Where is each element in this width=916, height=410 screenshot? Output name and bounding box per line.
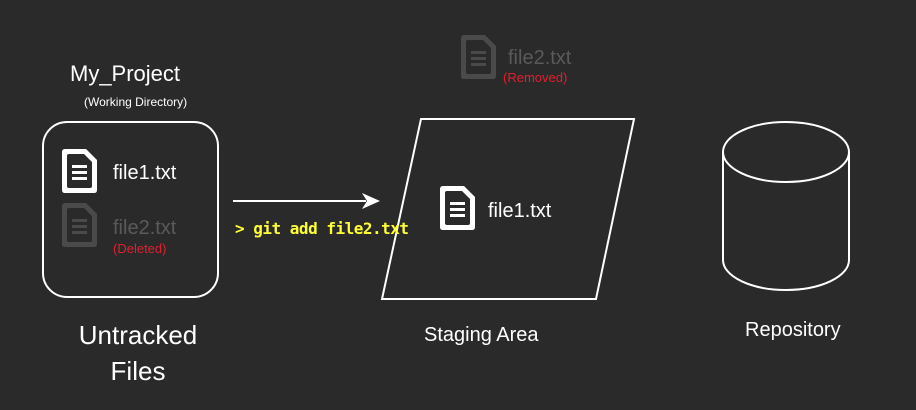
working-directory-box (42, 121, 219, 298)
git-command-label: > git add file2.txt (235, 219, 409, 238)
staged-file1-document-icon (440, 186, 475, 230)
untracked-files-label: Untracked Files (78, 320, 198, 386)
working-file2-label: file2.txt (113, 217, 177, 239)
repository-label: Repository (745, 319, 841, 341)
arrow-right-icon (233, 193, 380, 209)
working-directory-subtitle: (Working Directory) (84, 95, 188, 109)
file1-document-icon (62, 149, 97, 193)
removed-file2-label: file2.txt (508, 47, 572, 69)
file2-document-icon (62, 203, 97, 247)
project-title: My_Project (70, 61, 181, 86)
database-cylinder-icon (722, 121, 850, 291)
deleted-status-label: (Deleted) (113, 241, 167, 256)
working-file1-label: file1.txt (113, 162, 177, 184)
removed-status-label: (Removed) (503, 70, 568, 85)
staged-file1-label: file1.txt (488, 200, 552, 222)
staging-area-shape (380, 118, 636, 300)
removed-file2-document-icon (461, 35, 496, 79)
staging-area-label: Staging Area (424, 324, 539, 346)
